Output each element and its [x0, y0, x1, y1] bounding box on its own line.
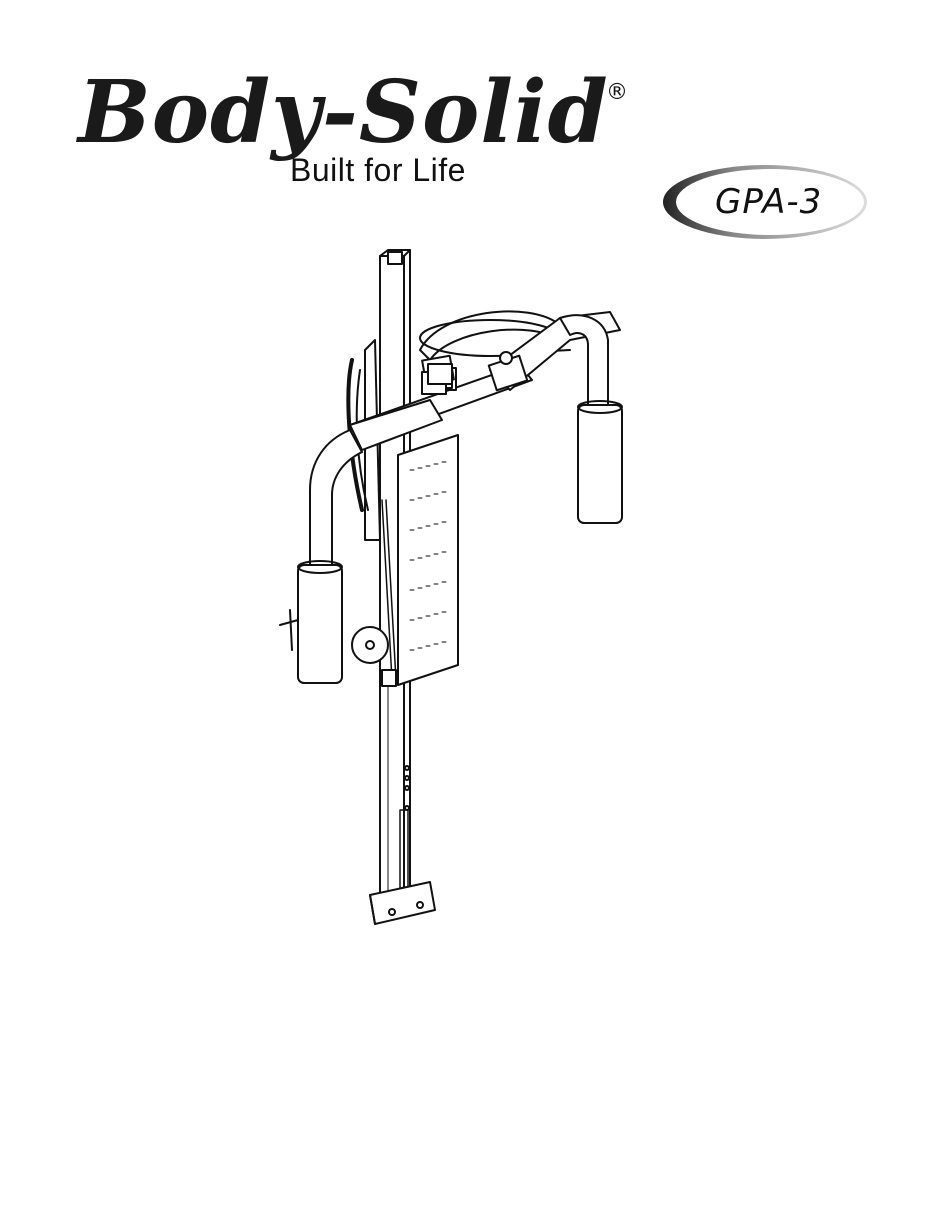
right-arm	[560, 315, 622, 523]
gym-attachment-line-drawing-icon	[270, 240, 650, 940]
left-roller-pad	[298, 565, 342, 683]
model-code: GPA-3	[715, 182, 822, 222]
product-illustration	[270, 240, 650, 940]
registered-mark: ®	[606, 80, 628, 105]
model-badge: GPA-3	[660, 162, 870, 242]
brand-logo: Body-Solid ® Built for Life	[78, 70, 638, 200]
right-roller-pad	[578, 405, 622, 523]
brand-tagline: Built for Life	[290, 152, 466, 189]
brand-wordmark: Body-Solid	[78, 70, 609, 156]
back-pad	[398, 435, 458, 685]
